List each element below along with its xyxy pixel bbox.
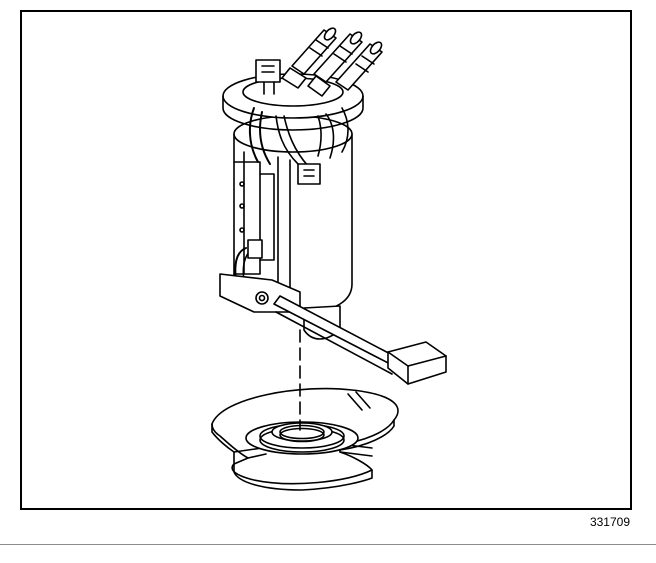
- figure-number: 331709: [589, 515, 630, 529]
- fuel-lines-icon: [281, 27, 383, 97]
- fuel-level-float-icon: [273, 295, 447, 385]
- page-divider: [0, 544, 656, 545]
- illustration-frame: [20, 10, 632, 510]
- seal-ring-icon: [271, 422, 333, 443]
- fuel-pump-module-icon: [219, 27, 383, 340]
- fuel-pump-diagram: [211, 27, 447, 491]
